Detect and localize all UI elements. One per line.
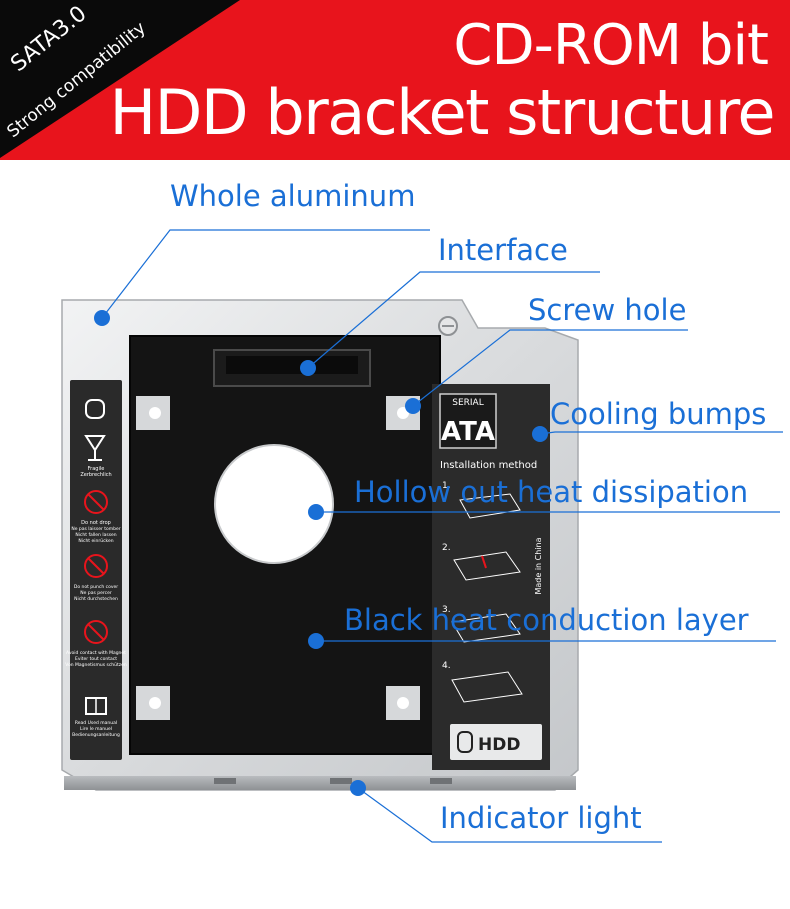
hdd-label bbox=[450, 724, 542, 760]
install-diagram bbox=[451, 493, 523, 703]
indicator-slot bbox=[330, 778, 352, 784]
no-magnet-icon bbox=[84, 620, 108, 644]
warning-text: Ne pas percer bbox=[80, 590, 112, 596]
warning-text: Nicht durchstechen bbox=[74, 596, 118, 602]
install-step: 3. bbox=[442, 605, 451, 615]
screw-hole bbox=[149, 697, 161, 709]
install-step: 2. bbox=[442, 543, 451, 553]
warning-text: Do not punch cover bbox=[74, 584, 118, 590]
hdd-label-text: HDD bbox=[478, 735, 520, 755]
tray-front-edge bbox=[64, 776, 576, 790]
page-title-line1: CD-ROM bit bbox=[453, 13, 769, 78]
callout-interface: Interface bbox=[438, 233, 568, 267]
sata-serial-text: SERIAL bbox=[452, 398, 483, 408]
warning-text: Ne pas laisser tomber bbox=[71, 526, 120, 532]
warning-text: Do not drop bbox=[81, 520, 111, 526]
callout-black-layer: Black heat conduction layer bbox=[344, 603, 749, 637]
manual-icon bbox=[85, 697, 107, 715]
callout-whole-aluminum: Whole aluminum bbox=[170, 179, 416, 213]
install-step: 1. bbox=[442, 481, 451, 491]
hdd-icon bbox=[457, 731, 473, 753]
warning-text: Eviter tout contact bbox=[75, 656, 117, 662]
indicator-slot bbox=[214, 778, 236, 784]
warning-sticker bbox=[70, 380, 122, 760]
warning-text: Lire le manuel bbox=[80, 726, 112, 732]
screw-hole bbox=[397, 407, 409, 419]
hollow-heat-hole bbox=[214, 444, 334, 564]
warning-text: Von Magnetismus schützen bbox=[65, 662, 127, 668]
callout-hollow-heat: Hollow out heat dissipation bbox=[354, 475, 749, 509]
install-title: Installation method bbox=[440, 460, 537, 471]
hdd-icon bbox=[85, 399, 105, 419]
warning-text: Nicht fallen lassen bbox=[75, 532, 116, 538]
callout-dots bbox=[94, 310, 548, 796]
indicator-slot bbox=[430, 778, 452, 784]
sata-logo bbox=[439, 393, 497, 449]
warning-text: Nicht einrücken bbox=[78, 538, 113, 544]
header-banner bbox=[0, 0, 790, 160]
warning-text: Bedienungsanleitung bbox=[72, 732, 120, 738]
page-title-line2: HDD bracket structure bbox=[109, 76, 776, 149]
warning-text: Zerbrechlich bbox=[80, 472, 111, 478]
screw-hole bbox=[397, 697, 409, 709]
glass-icon bbox=[84, 435, 106, 461]
callout-screw-hole: Screw hole bbox=[528, 293, 687, 327]
warning-text: Read Used manual bbox=[75, 720, 117, 726]
no-drop-icon bbox=[84, 490, 108, 514]
header-corner-badge bbox=[0, 0, 240, 158]
sata-ata-text: ATA bbox=[441, 417, 495, 447]
warning-text: Fragile bbox=[88, 466, 105, 472]
screw-hole bbox=[149, 407, 161, 419]
warning-text: Avoid contact with Magnet bbox=[66, 650, 126, 656]
made-in-text: Made in China bbox=[534, 537, 543, 594]
install-step: 4. bbox=[442, 661, 451, 671]
callout-cooling-bumps: Cooling bumps bbox=[550, 397, 767, 431]
callout-indicator-light: Indicator light bbox=[440, 801, 642, 835]
no-punch-icon bbox=[84, 554, 108, 578]
